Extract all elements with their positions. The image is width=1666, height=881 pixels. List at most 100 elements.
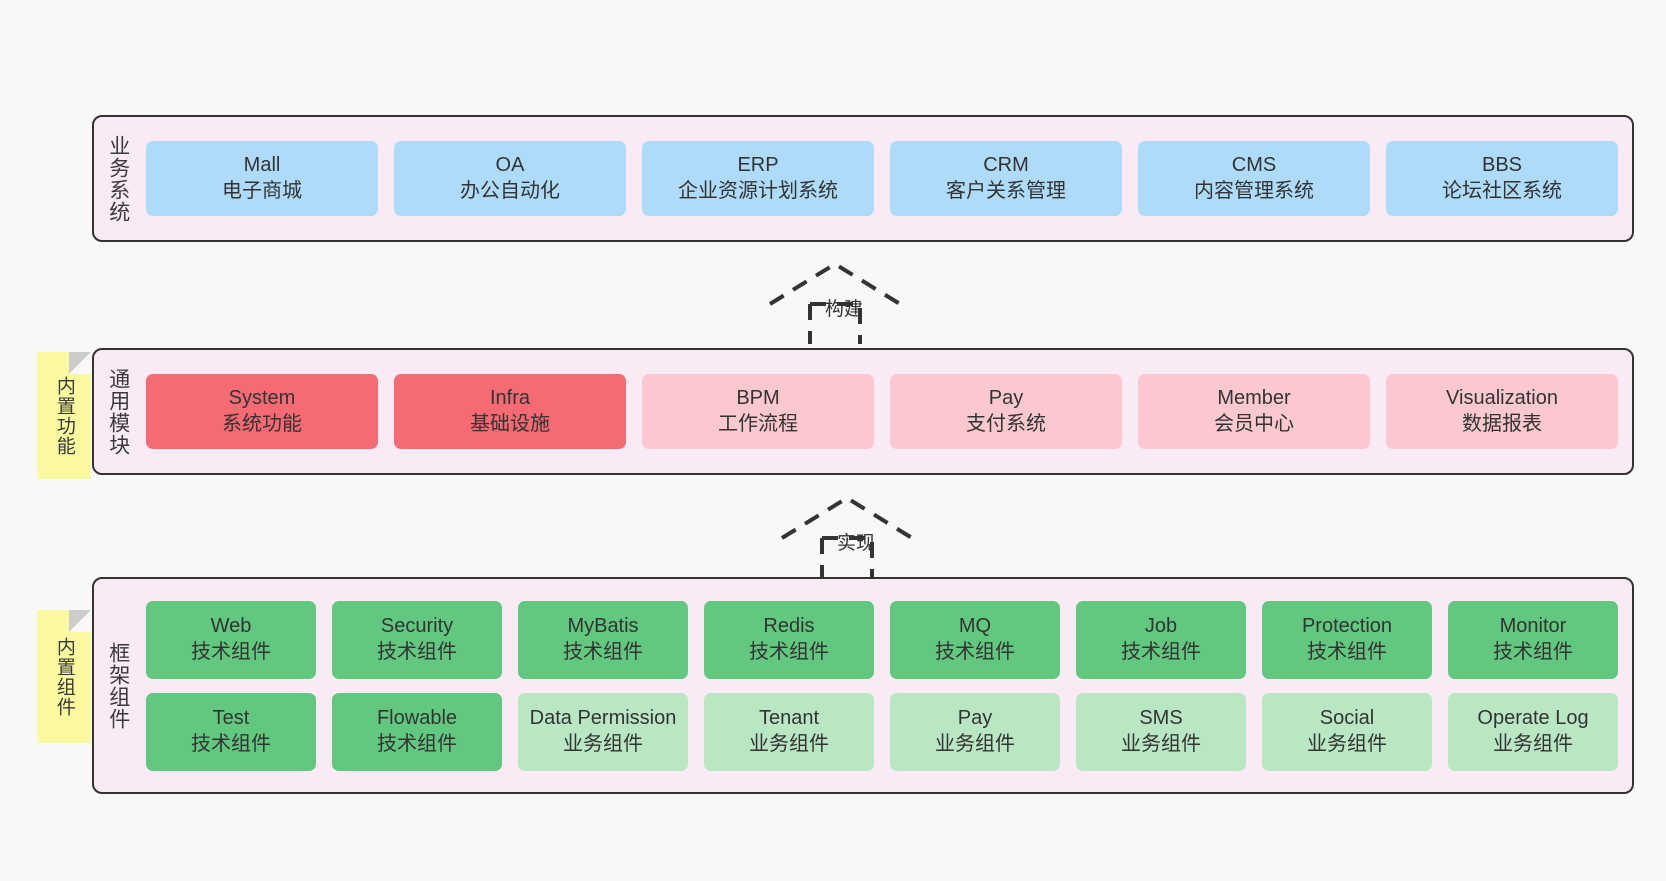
card-flowable[interactable]: Flowable 技术组件 [332,692,502,771]
card-subtitle: 技术组件 [377,640,457,663]
card-title: CMS [1231,154,1277,177]
connector-build: 构建 [760,258,910,344]
layer-label-common-modules: 通用模块 [106,367,130,456]
card-oa[interactable]: OA 办公自动化 [394,141,626,216]
card-mall[interactable]: Mall 电子商城 [146,141,378,216]
card-pay-component[interactable]: Pay 业务组件 [890,692,1060,771]
card-subtitle: 办公自动化 [460,179,560,202]
card-tenant[interactable]: Tenant 业务组件 [704,692,874,771]
card-title: OA [495,154,525,177]
card-title: Data Permission [529,707,677,730]
card-social[interactable]: Social 业务组件 [1262,692,1432,771]
card-title: Web [210,615,252,638]
card-title: Operate Log [1477,707,1589,730]
card-title: Social [1319,707,1375,730]
card-subtitle: 技术组件 [749,640,829,663]
card-title: Tenant [758,707,820,730]
card-bpm[interactable]: BPM 工作流程 [642,374,874,449]
card-security[interactable]: Security 技术组件 [332,600,502,679]
card-sms[interactable]: SMS 业务组件 [1076,692,1246,771]
card-protection[interactable]: Protection 技术组件 [1262,600,1432,679]
card-mybatis[interactable]: MyBatis 技术组件 [518,600,688,679]
note-fold-corner-icon [69,352,91,374]
card-subtitle: 技术组件 [191,732,271,755]
card-subtitle: 基础设施 [470,412,550,435]
card-title: Mall [243,154,281,177]
card-data-permission[interactable]: Data Permission 业务组件 [518,692,688,771]
card-job[interactable]: Job 技术组件 [1076,600,1246,679]
card-subtitle: 客户关系管理 [946,179,1066,202]
card-subtitle: 业务组件 [1307,732,1387,755]
card-subtitle: 电子商城 [222,179,302,202]
card-member[interactable]: Member 会员中心 [1138,374,1370,449]
card-subtitle: 论坛社区系统 [1442,179,1562,202]
card-infra[interactable]: Infra 基础设施 [394,374,626,449]
card-bbs[interactable]: BBS 论坛社区系统 [1386,141,1618,216]
card-crm[interactable]: CRM 客户关系管理 [890,141,1122,216]
card-subtitle: 数据报表 [1462,412,1542,435]
card-test[interactable]: Test 技术组件 [146,692,316,771]
card-web[interactable]: Web 技术组件 [146,600,316,679]
card-title: BPM [736,387,780,410]
note-label: 内置功能 [53,375,75,456]
card-title: SMS [1139,707,1183,730]
card-subtitle: 业务组件 [749,732,829,755]
card-title: Pay [988,387,1024,410]
card-title: Member [1217,387,1291,410]
card-erp[interactable]: ERP 企业资源计划系统 [642,141,874,216]
card-subtitle: 业务组件 [563,732,643,755]
card-row-tech: Web 技术组件 Security 技术组件 MyBatis 技术组件 Redi… [146,600,1618,679]
card-mq[interactable]: MQ 技术组件 [890,600,1060,679]
card-subtitle: 技术组件 [935,640,1015,663]
card-subtitle: 支付系统 [966,412,1046,435]
layer-framework-components: 框架组件 Web 技术组件 Security 技术组件 MyBatis 技术组件… [92,577,1634,794]
card-title: ERP [737,154,779,177]
card-title: Pay [957,707,993,730]
card-title: Monitor [1499,615,1567,638]
card-visualization[interactable]: Visualization 数据报表 [1386,374,1618,449]
layer-label-framework-components: 框架组件 [106,641,130,730]
card-pay-module[interactable]: Pay 支付系统 [890,374,1122,449]
card-subtitle: 业务组件 [1493,732,1573,755]
layer-common-modules: 通用模块 System 系统功能 Infra 基础设施 BPM 工作流程 Pay… [92,348,1634,475]
card-title: Redis [763,615,815,638]
card-title: Test [212,707,250,730]
connector-label-implement: 实现 [836,533,876,554]
layer-label-business-systems: 业务系统 [106,134,130,223]
note-fold-corner-icon [69,610,91,632]
card-subtitle: 业务组件 [935,732,1015,755]
card-subtitle: 技术组件 [377,732,457,755]
card-title: Infra [489,387,531,410]
card-subtitle: 技术组件 [1493,640,1573,663]
card-title: Flowable [376,707,458,730]
card-subtitle: 技术组件 [563,640,643,663]
card-redis[interactable]: Redis 技术组件 [704,600,874,679]
card-cms[interactable]: CMS 内容管理系统 [1138,141,1370,216]
note-label: 内置组件 [53,636,75,717]
card-title: MyBatis [567,615,639,638]
layer-cards-framework-components: Web 技术组件 Security 技术组件 MyBatis 技术组件 Redi… [142,579,1632,792]
connector-label-build: 构建 [824,299,864,320]
card-subtitle: 内容管理系统 [1194,179,1314,202]
card-title: Job [1144,615,1178,638]
card-row: Mall 电子商城 OA 办公自动化 ERP 企业资源计划系统 CRM 客户关系… [146,141,1618,216]
card-row: System 系统功能 Infra 基础设施 BPM 工作流程 Pay 支付系统… [146,374,1618,449]
card-title: BBS [1481,154,1523,177]
card-subtitle: 会员中心 [1214,412,1294,435]
layer-cards-business-systems: Mall 电子商城 OA 办公自动化 ERP 企业资源计划系统 CRM 客户关系… [142,117,1632,240]
layer-cards-common-modules: System 系统功能 Infra 基础设施 BPM 工作流程 Pay 支付系统… [142,350,1632,473]
card-title: MQ [958,615,992,638]
card-subtitle: 企业资源计划系统 [678,179,838,202]
card-subtitle: 技术组件 [1307,640,1387,663]
card-title: CRM [983,154,1029,177]
card-subtitle: 系统功能 [222,412,302,435]
connector-implement: 实现 [772,492,922,578]
card-title: Visualization [1446,387,1558,410]
card-title: System [228,387,296,410]
sticky-note-builtin-components: 内置组件 [37,610,91,743]
card-subtitle: 技术组件 [191,640,271,663]
card-operate-log[interactable]: Operate Log 业务组件 [1448,692,1618,771]
card-system[interactable]: System 系统功能 [146,374,378,449]
card-title: Protection [1301,615,1393,638]
card-monitor[interactable]: Monitor 技术组件 [1448,600,1618,679]
